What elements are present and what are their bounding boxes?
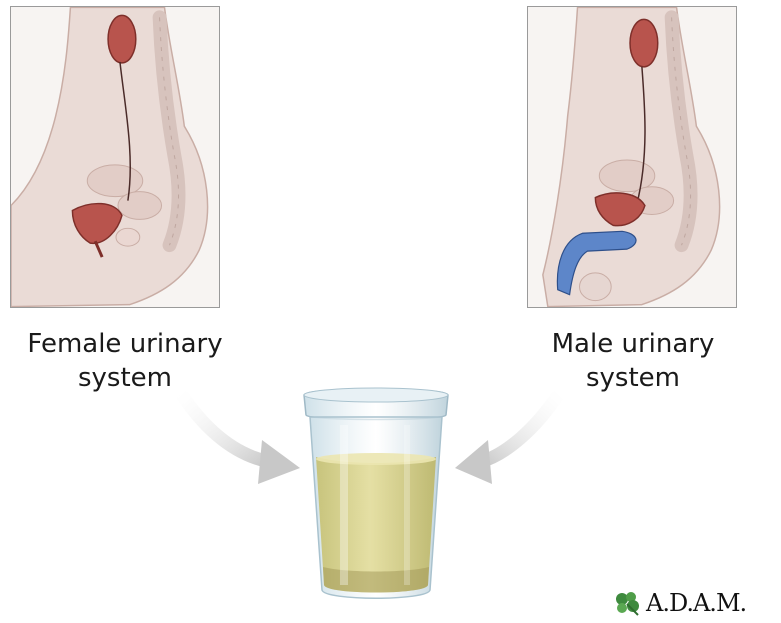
adam-logo: A.D.A.M. xyxy=(612,588,746,618)
male-anatomy-panel xyxy=(527,6,737,308)
kidney-shape xyxy=(108,15,136,63)
female-anatomy-illustration xyxy=(11,7,219,307)
right-curved-arrow xyxy=(455,392,560,484)
kidney-shape xyxy=(630,19,658,67)
logo-text: A.D.A.M. xyxy=(646,588,746,618)
left-curved-arrow xyxy=(180,392,300,484)
specimen-cup-illustration xyxy=(296,385,456,610)
female-urinary-system-label: Female urinary system xyxy=(0,327,250,395)
female-anatomy-panel xyxy=(10,6,220,308)
male-anatomy-illustration xyxy=(528,7,736,307)
leaf-cluster-icon xyxy=(612,590,642,616)
male-urinary-system-label: Male urinary system xyxy=(508,327,758,395)
